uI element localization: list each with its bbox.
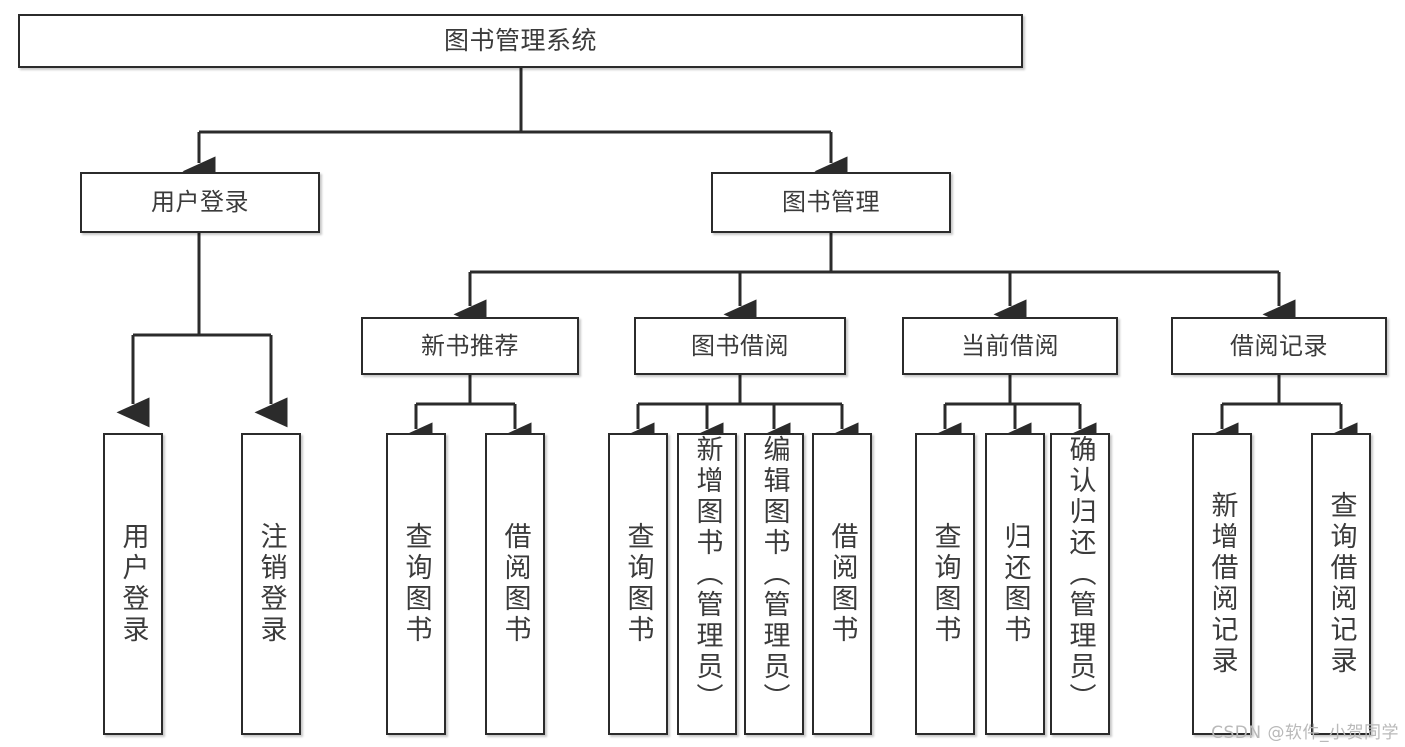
node-leaf-query-book-borrow[interactable]: 查询图书 [608, 433, 668, 735]
node-leaf-borrow-book-newbook[interactable]: 借阅图书 [485, 433, 545, 735]
node-leaf-add-book-admin[interactable]: 新增图书（管理员） [677, 433, 737, 735]
node-label: 新增借阅记录 [1206, 491, 1238, 677]
node-label: 查询借阅记录 [1325, 491, 1357, 677]
node-label: 查询图书 [400, 522, 432, 646]
node-label: 查询图书 [622, 522, 654, 646]
node-leaf-borrow-book[interactable]: 借阅图书 [812, 433, 872, 735]
node-book-management[interactable]: 图书管理 [711, 172, 951, 233]
node-label: 新书推荐 [421, 331, 519, 360]
node-leaf-confirm-return-admin[interactable]: 确认归还（管理员） [1050, 433, 1110, 735]
node-current-borrow[interactable]: 当前借阅 [902, 317, 1118, 375]
node-label: 图书借阅 [691, 331, 789, 360]
node-label: 查询图书 [929, 522, 961, 646]
node-label: 借阅记录 [1230, 331, 1328, 360]
node-new-book-recommend[interactable]: 新书推荐 [361, 317, 579, 375]
node-borrow-record[interactable]: 借阅记录 [1171, 317, 1387, 375]
node-user-login[interactable]: 用户登录 [80, 172, 320, 233]
node-label: 用户登录 [117, 522, 149, 646]
node-leaf-user-login[interactable]: 用户登录 [103, 433, 163, 735]
node-leaf-return-book[interactable]: 归还图书 [985, 433, 1045, 735]
node-label: 用户登录 [151, 188, 249, 217]
node-label: 借阅图书 [826, 522, 858, 646]
node-leaf-query-book-current[interactable]: 查询图书 [915, 433, 975, 735]
node-label: 图书管理系统 [443, 26, 597, 55]
node-leaf-logout[interactable]: 注销登录 [241, 433, 301, 735]
watermark: CSDN @软件_小贺同学 [1211, 723, 1399, 743]
node-label: 编辑图书（管理员） [758, 435, 790, 714]
node-label: 新增图书（管理员） [691, 435, 723, 714]
node-book-borrow[interactable]: 图书借阅 [634, 317, 846, 375]
node-label: 归还图书 [999, 522, 1031, 646]
node-label: 确认归还（管理员） [1064, 435, 1096, 714]
node-label: 当前借阅 [961, 331, 1059, 360]
node-leaf-edit-book-admin[interactable]: 编辑图书（管理员） [744, 433, 804, 735]
node-leaf-add-borrow-record[interactable]: 新增借阅记录 [1192, 433, 1252, 735]
node-label: 图书管理 [782, 188, 880, 217]
node-leaf-query-book-newbook[interactable]: 查询图书 [386, 433, 446, 735]
node-leaf-query-borrow-record[interactable]: 查询借阅记录 [1311, 433, 1371, 735]
node-label: 借阅图书 [499, 522, 531, 646]
node-root-system[interactable]: 图书管理系统 [18, 14, 1023, 68]
node-label: 注销登录 [255, 522, 287, 646]
